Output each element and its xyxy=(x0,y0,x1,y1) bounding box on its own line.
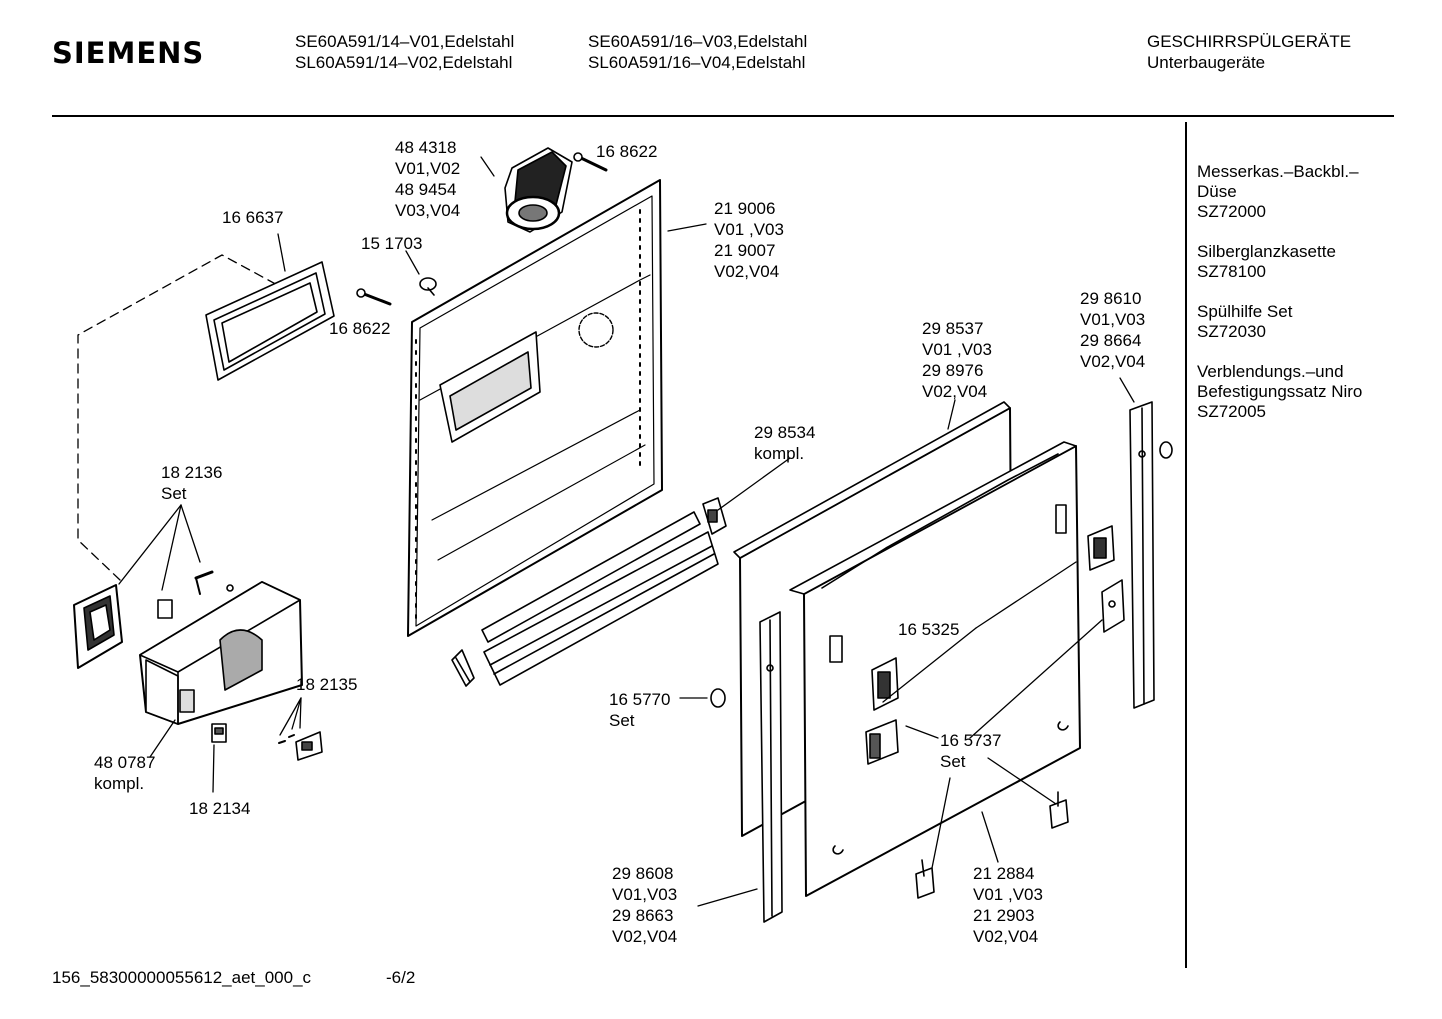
model-list-left: SE60A591/14–V01,Edelstahl SL60A591/14–V0… xyxy=(295,32,515,72)
part-label-182135: 18 2135 xyxy=(296,675,358,694)
plate-right xyxy=(1102,580,1124,632)
header-divider xyxy=(52,115,1394,117)
accessory-item-1: Messerkas.–Backbl.– Düse SZ72000 xyxy=(1197,162,1359,221)
accessory-item-2: Silberglanzkasette SZ78100 xyxy=(1197,242,1336,281)
decor-panel xyxy=(790,442,1080,896)
leader-lines xyxy=(119,157,1134,906)
part-label-168622-left: 16 8622 xyxy=(329,319,391,338)
cover-18-2134 xyxy=(212,724,226,742)
dashed-assembly-line xyxy=(78,255,283,580)
sidebar-divider xyxy=(1185,122,1187,968)
door-base-strip xyxy=(482,512,718,685)
dispenser-small-parts xyxy=(158,572,233,618)
detergent-dispenser xyxy=(140,582,302,724)
part-label-298537: 29 8537 V01 ,V03 29 8976 V02,V04 xyxy=(922,319,992,401)
screw-top xyxy=(574,153,606,170)
part-label-151703: 15 1703 xyxy=(361,234,423,253)
mount-lower-left xyxy=(916,860,934,898)
document-id: 156_58300000055612_aet_000_c xyxy=(52,968,312,987)
part-label-165325: 16 5325 xyxy=(898,620,960,639)
cap-16-5770 xyxy=(711,689,725,707)
mount-lower-right xyxy=(1050,792,1068,828)
part-label-219006: 21 9006 V01 ,V03 21 9007 V02,V04 xyxy=(714,199,784,281)
part-label-298610: 29 8610 V01,V03 29 8664 V02,V04 xyxy=(1080,289,1146,371)
dispenser-seal xyxy=(206,262,334,380)
part-label-166637: 16 6637 xyxy=(222,208,284,227)
part-label-298608: 29 8608 V01,V03 29 8663 V02,V04 xyxy=(612,864,678,946)
part-label-480787: 48 0787 kompl. xyxy=(94,753,156,793)
inner-door-panel xyxy=(408,180,662,636)
side-strip-left xyxy=(760,612,782,922)
part-label-182134: 18 2134 xyxy=(189,799,251,818)
part-label-484318: 48 4318 V01,V02 48 9454 V03,V04 xyxy=(395,138,461,220)
part-label-298534: 29 8534 kompl. xyxy=(754,423,816,463)
part-label-182136: 18 2136 Set xyxy=(161,463,223,503)
knob-right xyxy=(1160,442,1172,458)
part-label-168622-top: 16 8622 xyxy=(596,142,658,161)
hinge-clip-left xyxy=(452,650,474,686)
screw-left xyxy=(357,289,390,304)
model-list-right: SE60A591/16–V03,Edelstahl SL60A591/16–V0… xyxy=(588,32,808,72)
siemens-logo: SIEMENS xyxy=(52,36,205,70)
side-strip-right xyxy=(1130,402,1154,708)
dispenser-flap xyxy=(74,585,122,668)
clip-16-5737 xyxy=(866,720,898,764)
accessory-item-3: Spülhilfe Set SZ72030 xyxy=(1197,302,1293,341)
accessory-item-4: Verblendungs.–und Befestigungssatz Niro … xyxy=(1197,362,1363,421)
part-label-212884: 21 2884 V01 ,V03 21 2903 V02,V04 xyxy=(973,864,1043,946)
door-lock xyxy=(505,148,572,232)
button-18-2135 xyxy=(279,732,322,760)
bracket-upper-right xyxy=(1088,526,1114,570)
hinge-clip-right xyxy=(703,498,726,534)
part-label-165737: 16 5737 Set xyxy=(940,731,1002,771)
part-label-165770: 16 5770 Set xyxy=(609,690,671,730)
appliance-category: GESCHIRRSPÜLGERÄTE Unterbaugeräte xyxy=(1147,32,1352,72)
bracket-16-5325 xyxy=(872,658,898,710)
screw-15-1703 xyxy=(420,278,436,295)
page-number: -6/2 xyxy=(386,968,416,987)
